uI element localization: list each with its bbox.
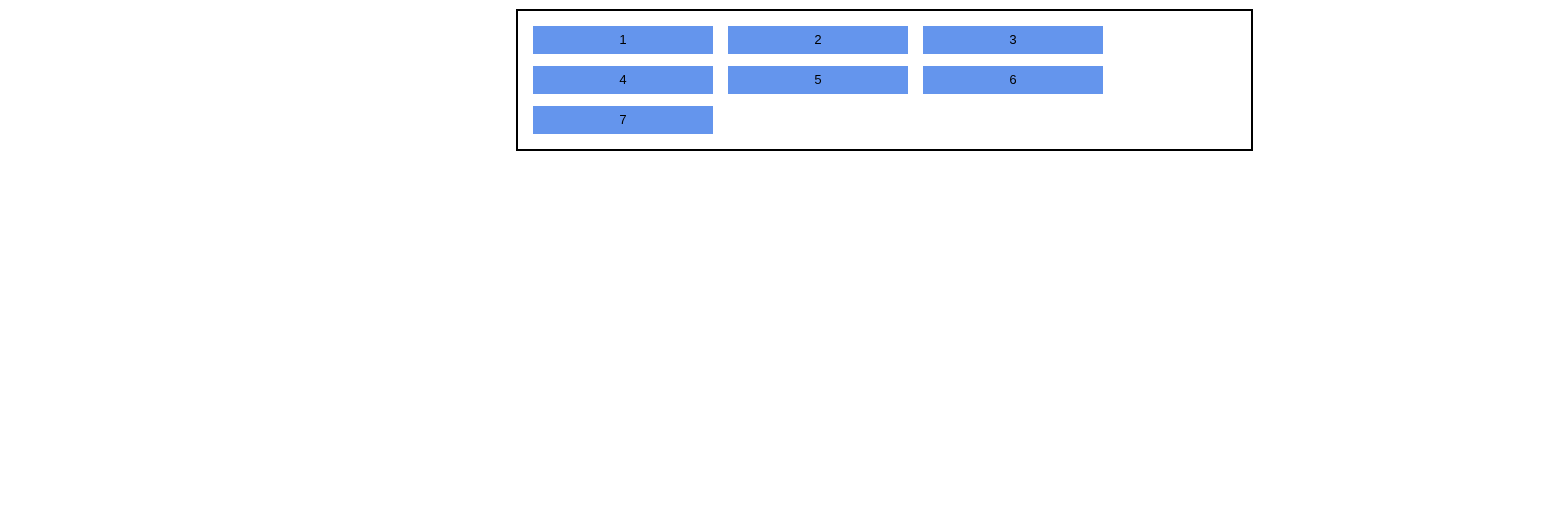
- flex-item: 3: [923, 26, 1103, 54]
- flex-item: 7: [533, 106, 713, 134]
- flex-item: 5: [728, 66, 908, 94]
- flex-item: 6: [923, 66, 1103, 94]
- flex-item: 2: [728, 26, 908, 54]
- flex-item: 4: [533, 66, 713, 94]
- flex-item: 1: [533, 26, 713, 54]
